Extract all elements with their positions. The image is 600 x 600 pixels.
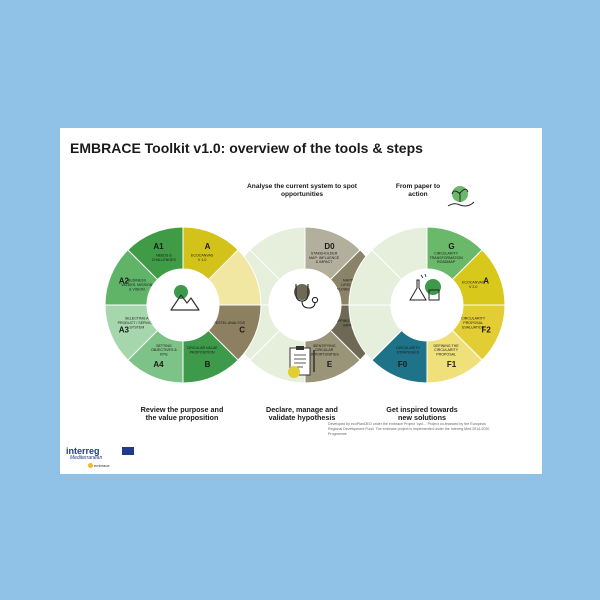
interreg-logo: interreg Mediterranean embrace [66,446,136,472]
segment-label-line: ECOCANVAS [191,254,214,258]
segment-code: A [205,242,211,251]
segment-code: C [239,325,245,334]
footer-note: Developed by ecoPlanDEO under the embrac… [328,422,490,437]
stethoscope-icon [294,284,319,309]
mountain-icon [170,285,200,311]
segment-label-line: CIRCULARITY [396,346,421,350]
segment-label-line: PESTEL ANALYSIS [213,321,245,325]
eu-flag-icon [122,447,134,455]
segment-code: A4 [153,360,164,369]
segment-label-line: V 1.0 [198,258,206,262]
segment-label-line: CIRCULAR [315,348,334,352]
segment-code: F2 [481,325,491,334]
segment-label-line: & IMPACT [316,260,334,264]
segment-code: D0 [324,242,335,251]
segment-label-line: ROADMAP [437,260,456,264]
segment-code: A2 [119,277,130,286]
seedling-hand-icon [447,186,475,207]
clipboard-icon [288,346,315,378]
segment-label-line: IDENTIFYING [313,344,336,348]
segment-label-line: OPPORTUNITIES [309,353,339,357]
segment-label-line: CIRCULAR VALUE [187,346,218,350]
segment-label-line: NEEDS & [156,254,172,258]
segment-label-line: MAPPING [343,278,360,282]
embrace-dot-icon [88,463,93,468]
segment-label-line: V 2.0 [469,285,477,289]
segment-label-line: PRODUCT / SERVICE / [118,321,156,325]
logo-main-text: interreg [66,446,100,456]
segment-code: A1 [153,242,164,251]
segment-label-line: PROPOSAL [463,321,483,325]
heading-declare: Declare, manage and validate hypothesis [266,405,338,423]
segment-label-line: OBJECTIVES & [151,348,177,352]
logo-project-text: embrace [94,463,110,468]
segment-label-line: CIRCULARITY [434,251,459,255]
middle-loop-center [269,269,341,341]
segment-label: NEEDS &CHALLENGES [152,254,177,262]
segment-label-line: ECOCANVAS [462,281,485,285]
lab-flask-icon [409,273,441,301]
segment-label-line: PROPOSITION [190,350,215,354]
segment-label-line: CIRCULARITY [461,317,486,321]
heading-paper: From paper to action [395,183,441,198]
right-loop-center [391,269,463,341]
logo-sub-text: Mediterranean [70,455,103,461]
segment-label-line: EVALUATION [462,326,485,330]
segment-label-line: TRANSFORMATION [429,256,463,260]
segment-label-line: CIRCULARITY [434,348,459,352]
heading-review: Review the purpose and the value proposi… [140,405,224,423]
segment-code: A3 [119,325,130,334]
left-loop-center [147,269,219,341]
toolkit-card: EMBRACE Toolkit v1.0: overview of the to… [60,128,542,474]
segment-label-line: DEFINING THE [433,344,459,348]
segment-code: F1 [447,360,457,369]
segment-label-line: CHALLENGES [152,258,177,262]
segment-label-line: VALUES, MISSION [121,283,152,287]
segment-code: A [483,277,489,286]
segment-code: F0 [398,360,408,369]
segment-code: G [448,242,454,251]
segment-label-line: SYSTEM [129,326,144,330]
segment-label-line: SETTING [156,344,172,348]
heading-inspired: Get inspired towards new solutions [386,405,458,423]
segment-label: PESTEL ANALYSIS [213,321,245,325]
segment-code: B [205,360,211,369]
segment-label-line: MAP: INFLUENCE [309,256,340,260]
segment-label-line: STRATEGIES [397,350,420,354]
heading-analyse: Analyse the current system to spot oppor… [247,183,357,198]
page-title: EMBRACE Toolkit v1.0: overview of the to… [70,140,423,156]
segment-label-line: KPIs [160,353,168,357]
segment-label-line: PROPOSAL [436,353,456,357]
segment-label-line: STAKEHOLDER [311,251,338,255]
segment-label-line: & VISION [129,287,145,291]
segment-label-line: SELECTING A [125,317,149,321]
segment-label-line: BUSINESS [128,278,147,282]
segment-code: E [327,360,333,369]
